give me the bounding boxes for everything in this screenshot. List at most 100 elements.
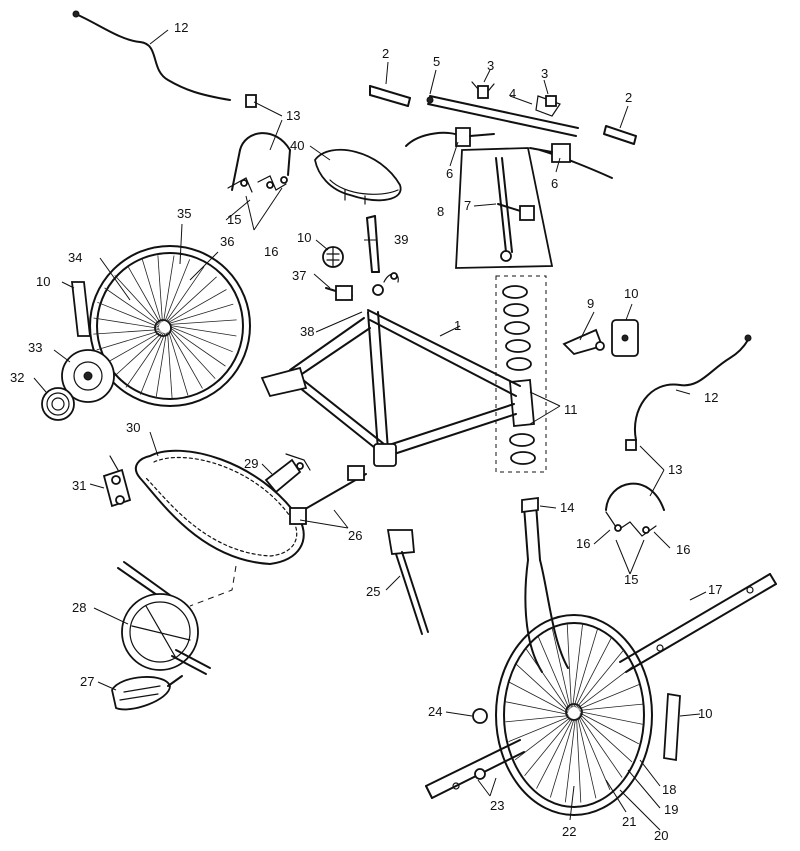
wheel-spoke [163, 255, 175, 322]
wheel-spoke [114, 275, 160, 325]
callout-40: 40 [290, 138, 304, 153]
wheel-spoke [536, 718, 574, 789]
callout-5: 5 [433, 54, 440, 69]
callout-10-seat: 10 [297, 230, 311, 245]
callout-3-left: 3 [487, 58, 494, 73]
callout-33: 33 [28, 340, 42, 355]
wheel-spoke [164, 259, 191, 322]
wheel-spoke [169, 303, 234, 324]
callout-labels: 12 13 2 5 3 3 4 2 40 6 6 15 16 7 8 35 36… [10, 20, 722, 843]
callout-14: 14 [560, 500, 574, 515]
callout-23: 23 [490, 798, 504, 813]
wheel-spoke [169, 330, 203, 389]
callout-15-left: 15 [227, 212, 241, 227]
spoke-protector [61, 349, 115, 403]
wheel-spoke [93, 329, 160, 335]
wheel-spoke [155, 332, 167, 399]
wheel-spoke [166, 266, 205, 322]
wheel-spoke [525, 648, 569, 711]
wheel-spoke [515, 663, 569, 712]
wheel-spoke [579, 714, 633, 763]
rear-wheel [89, 245, 251, 407]
pedal [111, 675, 183, 711]
callout-28: 28 [72, 600, 86, 615]
callout-26: 26 [348, 528, 362, 543]
callout-4: 4 [509, 86, 516, 101]
wheel-spoke [157, 255, 163, 322]
front-reflector [663, 692, 681, 762]
wheel-spoke [578, 716, 611, 790]
wheel-spoke [505, 701, 569, 715]
wheel-spoke [170, 329, 216, 379]
callout-17: 17 [708, 582, 722, 597]
training-wheel-bar [619, 573, 777, 673]
handlebar-assembly [369, 81, 637, 145]
callout-25: 25 [366, 584, 380, 599]
callout-35: 35 [177, 206, 191, 221]
callout-32: 32 [10, 370, 24, 385]
wheel-spoke [579, 703, 643, 711]
wheel-spoke [167, 276, 217, 322]
callout-12-right: 12 [704, 390, 718, 405]
wheel-spoke [141, 258, 162, 323]
rear-brake-caliper [227, 94, 291, 193]
wheel-spoke [577, 665, 634, 709]
wheel-spoke [170, 325, 237, 337]
wheel-spoke [97, 301, 160, 328]
rear-reflector [70, 281, 92, 337]
callout-39: 39 [394, 232, 408, 247]
callout-24: 24 [428, 704, 442, 719]
callout-6-right: 6 [551, 176, 558, 191]
wheel-spoke [549, 718, 575, 798]
wheel-spoke [576, 718, 582, 803]
callout-2-right: 2 [625, 90, 632, 105]
wheel-spoke [579, 711, 643, 725]
callout-10-rear: 10 [36, 274, 50, 289]
front-wheel [495, 614, 653, 816]
rear-brake-cable [72, 10, 231, 101]
wheel-spoke [167, 332, 173, 399]
stem-assembly [455, 147, 554, 269]
callout-16-front-right: 16 [676, 542, 690, 557]
callout-13-right: 13 [668, 462, 682, 477]
seat-reflector [322, 246, 344, 268]
callout-11: 11 [564, 402, 578, 417]
wheel-spoke [96, 330, 161, 351]
wheel-spoke [579, 712, 640, 745]
front-derailleur [264, 453, 311, 494]
wheel-spoke [524, 718, 572, 777]
callout-30: 30 [126, 420, 140, 435]
callout-31: 31 [72, 478, 86, 493]
callout-15-right: 15 [624, 572, 638, 587]
callout-12-left: 12 [174, 20, 188, 35]
wheel-spoke [551, 627, 571, 709]
front-fork [521, 496, 569, 673]
brake-levers [405, 127, 613, 179]
alignment-guide [189, 565, 237, 607]
chain [134, 449, 305, 565]
wheel-spoke [572, 623, 584, 708]
callout-9: 9 [587, 296, 594, 311]
callout-8: 8 [437, 204, 444, 219]
seat-post [366, 215, 380, 273]
wheel-spoke [577, 717, 597, 799]
wheel-spoke [168, 331, 189, 396]
callout-13-left: 13 [286, 108, 300, 123]
bicycle-frame [260, 309, 521, 467]
leader-lines [33, 29, 707, 831]
callout-20: 20 [654, 828, 668, 843]
wheel-spoke [566, 623, 572, 708]
wheel-spoke [139, 332, 166, 395]
callout-38: 38 [300, 324, 314, 339]
wheel-spoke [125, 332, 164, 388]
wheel-spoke [170, 319, 237, 325]
wheel-spoke [578, 684, 640, 710]
callout-10-front-bracket: 10 [624, 286, 638, 301]
callout-16-front-left: 16 [576, 536, 590, 551]
callout-29: 29 [244, 456, 258, 471]
wheel-spoke [508, 716, 570, 742]
wheel-spoke [93, 317, 160, 329]
wheel-spoke [170, 328, 226, 367]
front-brake-caliper [605, 439, 665, 537]
